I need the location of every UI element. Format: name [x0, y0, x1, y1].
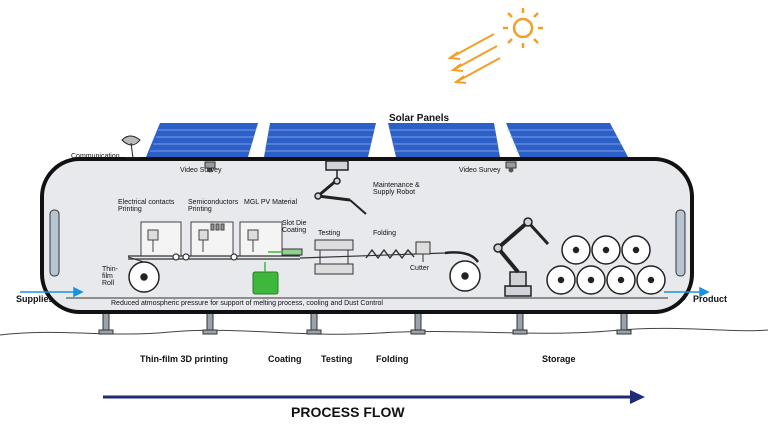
stage-thin-film-printing: Thin-film 3D printing	[140, 354, 228, 364]
solar-panel	[146, 123, 258, 157]
cutter-label: Cutter	[410, 265, 430, 272]
testing-unit	[314, 239, 354, 275]
testing-inner-label: Testing	[318, 230, 341, 237]
camera-icon	[204, 161, 216, 173]
thin-film-roll	[128, 261, 160, 293]
video-survey-right-label: Video Survey	[459, 167, 501, 174]
right-door	[675, 209, 686, 277]
video-survey-left-label: Video Survey	[180, 167, 222, 174]
printing-unit	[239, 221, 283, 257]
product-label: Product	[693, 294, 728, 304]
folding-unit	[365, 248, 415, 260]
stage-coating: Coating	[268, 354, 302, 364]
supplies-arrow-icon	[20, 286, 84, 298]
ceiling-robot-icon	[314, 160, 367, 215]
left-door	[49, 209, 60, 277]
thin-film-roll-label: Thin- film Roll	[102, 266, 118, 287]
electrical-contacts-label: Electrical contacts Printing	[118, 199, 175, 213]
ground-line	[0, 327, 768, 336]
output-roll	[449, 260, 481, 292]
semiconductors-label: Semiconductors Printing	[188, 199, 239, 213]
solar-panels-label: Solar Panels	[389, 113, 450, 124]
mgl-pv-label: MGL PV Material	[244, 199, 298, 206]
printing-unit	[140, 221, 182, 257]
slot-die-label: Slot Die Coating	[282, 220, 307, 234]
support-legs	[98, 311, 632, 335]
storage-robot-icon	[493, 217, 550, 297]
solar-panel-array	[146, 123, 628, 157]
process-flow-arrow-icon	[103, 390, 645, 404]
sun-rays-icon	[447, 33, 501, 84]
solar-panel	[264, 123, 376, 157]
cutter-unit	[415, 241, 431, 262]
factory-capsule	[40, 157, 694, 314]
reduced-pressure-label: Reduced atmospheric pressure for support…	[111, 300, 383, 307]
coating-tank	[252, 271, 279, 295]
sun-icon	[503, 8, 543, 48]
process-flow-label: PROCESS FLOW	[291, 404, 405, 420]
maintenance-robot-label: Maintenance & Supply Robot	[373, 182, 420, 196]
printing-unit	[190, 221, 234, 257]
stage-storage: Storage	[542, 354, 576, 364]
solar-panel	[506, 123, 628, 157]
stage-testing: Testing	[321, 354, 353, 364]
satellite-dish-icon	[121, 135, 141, 159]
product-arrow-icon	[664, 286, 710, 298]
stored-rolls	[546, 235, 666, 295]
camera-icon	[505, 161, 517, 173]
folding-inner-label: Folding	[373, 230, 396, 237]
solar-panel	[388, 123, 500, 157]
stage-folding: Folding	[376, 354, 409, 364]
communication-label: Communication	[71, 153, 120, 160]
slot-die-coater	[268, 248, 303, 256]
supplies-label: Supplies	[16, 294, 54, 304]
